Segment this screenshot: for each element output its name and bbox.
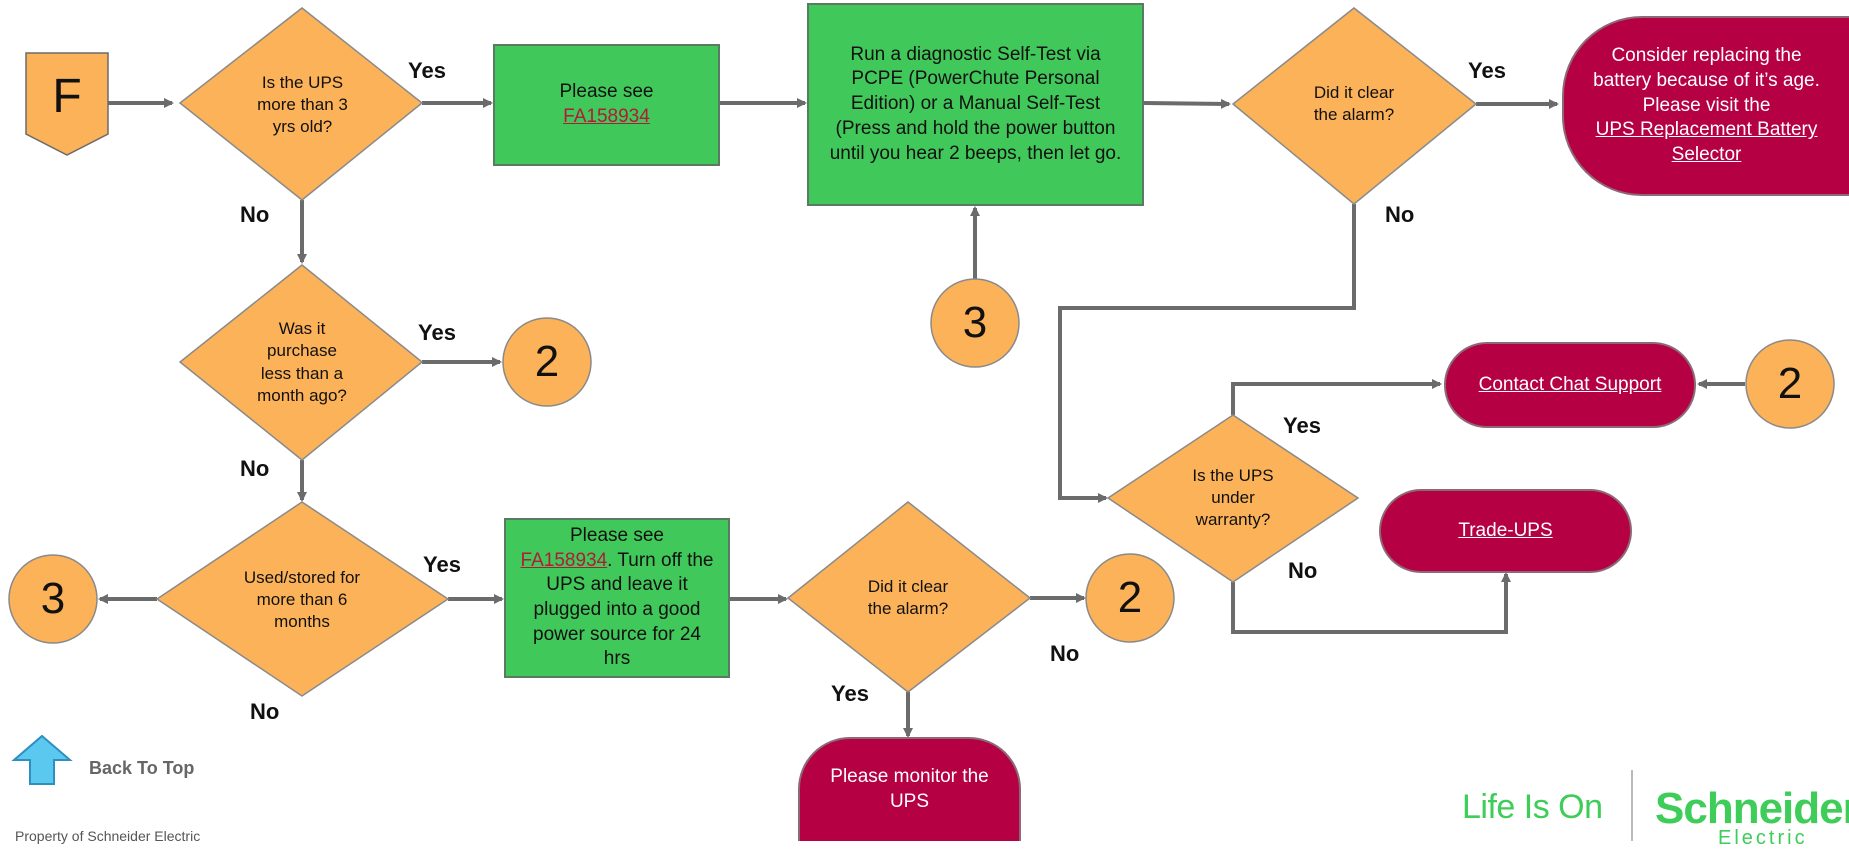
storage-prefix: Please see: [569, 524, 664, 546]
decision-clear-bottom: Did it clear the alarm?: [867, 576, 949, 618]
process-see-fa-top: Please see FA158934: [493, 44, 720, 166]
label-clear-top-yes: Yes: [1468, 58, 1506, 83]
connector-2-top-shape: [502, 317, 592, 407]
label-stored-yes: Yes: [423, 552, 461, 577]
decision-clear-bottom-shape: [786, 501, 1032, 693]
start-offpage-shape: [25, 52, 109, 156]
decision-warranty: Is the UPS under warranty?: [1192, 465, 1274, 530]
terminal-trade-ups: Trade-UPS: [1379, 489, 1632, 573]
up-arrow-icon[interactable]: [11, 734, 73, 785]
decision-stored-shape: [155, 501, 450, 697]
terminal-contact-chat: Contact Chat Support: [1444, 342, 1696, 428]
terminal-monitor: Please monitor the UPS: [798, 737, 1021, 841]
connector-3-left: 3: [40, 574, 66, 623]
decision-clear-top: Did it clear the alarm?: [1313, 82, 1395, 124]
back-to-top-link[interactable]: Back To Top: [89, 758, 195, 778]
storage-suffix: . Turn off the UPS and leave it plugged …: [533, 549, 714, 670]
contact-chat-link[interactable]: Contact Chat Support: [1478, 373, 1662, 395]
label-clear-top-no: No: [1385, 202, 1415, 227]
label-warranty-no: No: [1288, 558, 1318, 583]
decision-purchase-shape: [178, 264, 424, 461]
label-purchase-no: No: [240, 456, 270, 481]
brand-logo-sub: Electric: [1718, 827, 1808, 849]
decision-purchase: Was it purchase less than a month ago?: [257, 319, 347, 405]
decision-ups-age: Is the UPS more than 3 yrs old?: [257, 72, 348, 137]
label-warranty-yes: Yes: [1283, 413, 1321, 438]
connector-3-center-shape: [930, 278, 1020, 368]
trade-ups-link[interactable]: Trade-UPS: [1458, 519, 1553, 541]
decision-ups-age-shape: [178, 7, 424, 201]
process-storage: Please see FA158934. Turn off the UPS an…: [504, 518, 730, 678]
connector-2-bottom-shape: [1085, 553, 1175, 643]
connector-2-right-shape: [1745, 339, 1835, 429]
connector-2-top: 2: [534, 337, 560, 386]
start-connector-label: F: [52, 69, 82, 123]
connector-3-center: 3: [962, 298, 988, 347]
label-clear-bottom-yes: Yes: [831, 681, 869, 706]
decision-stored: Used/stored for more than 6 months: [243, 567, 361, 632]
terminal-replace-battery: Consider replacing the battery because o…: [1562, 16, 1849, 196]
decision-warranty-shape: [1106, 414, 1360, 583]
connector-2-bottom: 2: [1117, 573, 1143, 622]
footer-property-text: Property of Schneider Electric: [15, 828, 201, 844]
label-purchase-yes: Yes: [418, 320, 456, 345]
brand-logo-name: Schneider: [1655, 784, 1849, 833]
arrow-warranty-yes: [1231, 379, 1442, 415]
replace-text: Consider replacing the battery because o…: [1593, 45, 1820, 116]
battery-selector-link[interactable]: UPS Replacement Battery Selector: [1595, 119, 1818, 166]
label-age-no: No: [240, 202, 270, 227]
arrow-selftest-to-clear: [1143, 98, 1231, 109]
label-age-yes: Yes: [408, 58, 446, 83]
see-fa-prefix: Please see: [559, 81, 654, 103]
fa-link-bottom[interactable]: FA158934: [520, 549, 608, 571]
process-selftest: Run a diagnostic Self-Test via PCPE (Pow…: [807, 3, 1144, 206]
connector-2-right: 2: [1777, 359, 1803, 408]
connector-3-left-shape: [8, 554, 98, 644]
brand-tagline: Life Is On: [1462, 788, 1603, 826]
arrow-warranty-no: [1231, 572, 1511, 634]
label-clear-bottom-no: No: [1050, 641, 1080, 666]
decision-clear-top-shape: [1231, 7, 1478, 205]
arrow-clear-no-to-warranty: [1058, 204, 1356, 503]
fa-link-top[interactable]: FA158934: [563, 106, 650, 127]
label-stored-no: No: [250, 699, 280, 724]
